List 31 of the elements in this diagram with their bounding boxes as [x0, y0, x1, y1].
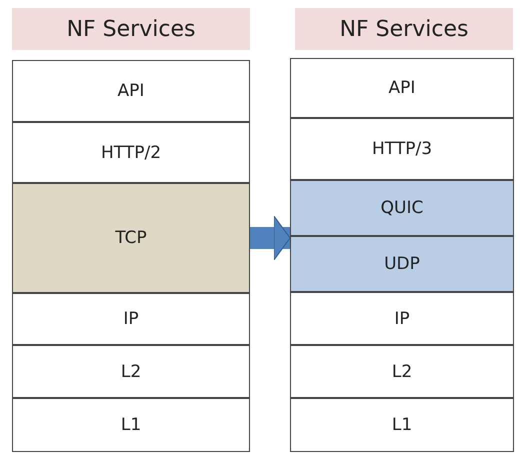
layer-cell [290, 118, 514, 180]
header-band [12, 8, 250, 50]
layer-cell [12, 183, 250, 293]
layer-label: UDP [384, 254, 420, 274]
layer-cell [12, 398, 250, 452]
layer-cell [12, 293, 250, 345]
layer-cell [290, 292, 514, 345]
layer-cell [290, 236, 514, 292]
layer-label: IP [123, 309, 139, 329]
layer-label: L2 [120, 362, 142, 382]
layer-label: L1 [392, 415, 412, 435]
layer-label: HTTP/3 [372, 139, 432, 159]
layer-label: NF Services [340, 16, 468, 42]
layer-label: API [388, 78, 416, 98]
layer-label: API [118, 81, 144, 101]
layer-cell [12, 60, 250, 122]
layer-label: QUIC [380, 198, 424, 218]
layer-cell [290, 180, 514, 236]
header-band [295, 8, 513, 50]
layer-label: TCP [115, 228, 147, 248]
layer-cell [290, 58, 514, 118]
block-arrow [250, 216, 290, 260]
layer-cell [12, 345, 250, 398]
layer-cell [12, 122, 250, 183]
layer-label: L1 [120, 415, 142, 435]
layer-cell [290, 345, 514, 398]
layer-label: L2 [392, 362, 412, 382]
layer-label: HTTP/2 [100, 142, 162, 162]
layer-cell [290, 398, 514, 452]
layer-label: IP [394, 308, 410, 328]
layer-label: NF Services [66, 16, 196, 42]
